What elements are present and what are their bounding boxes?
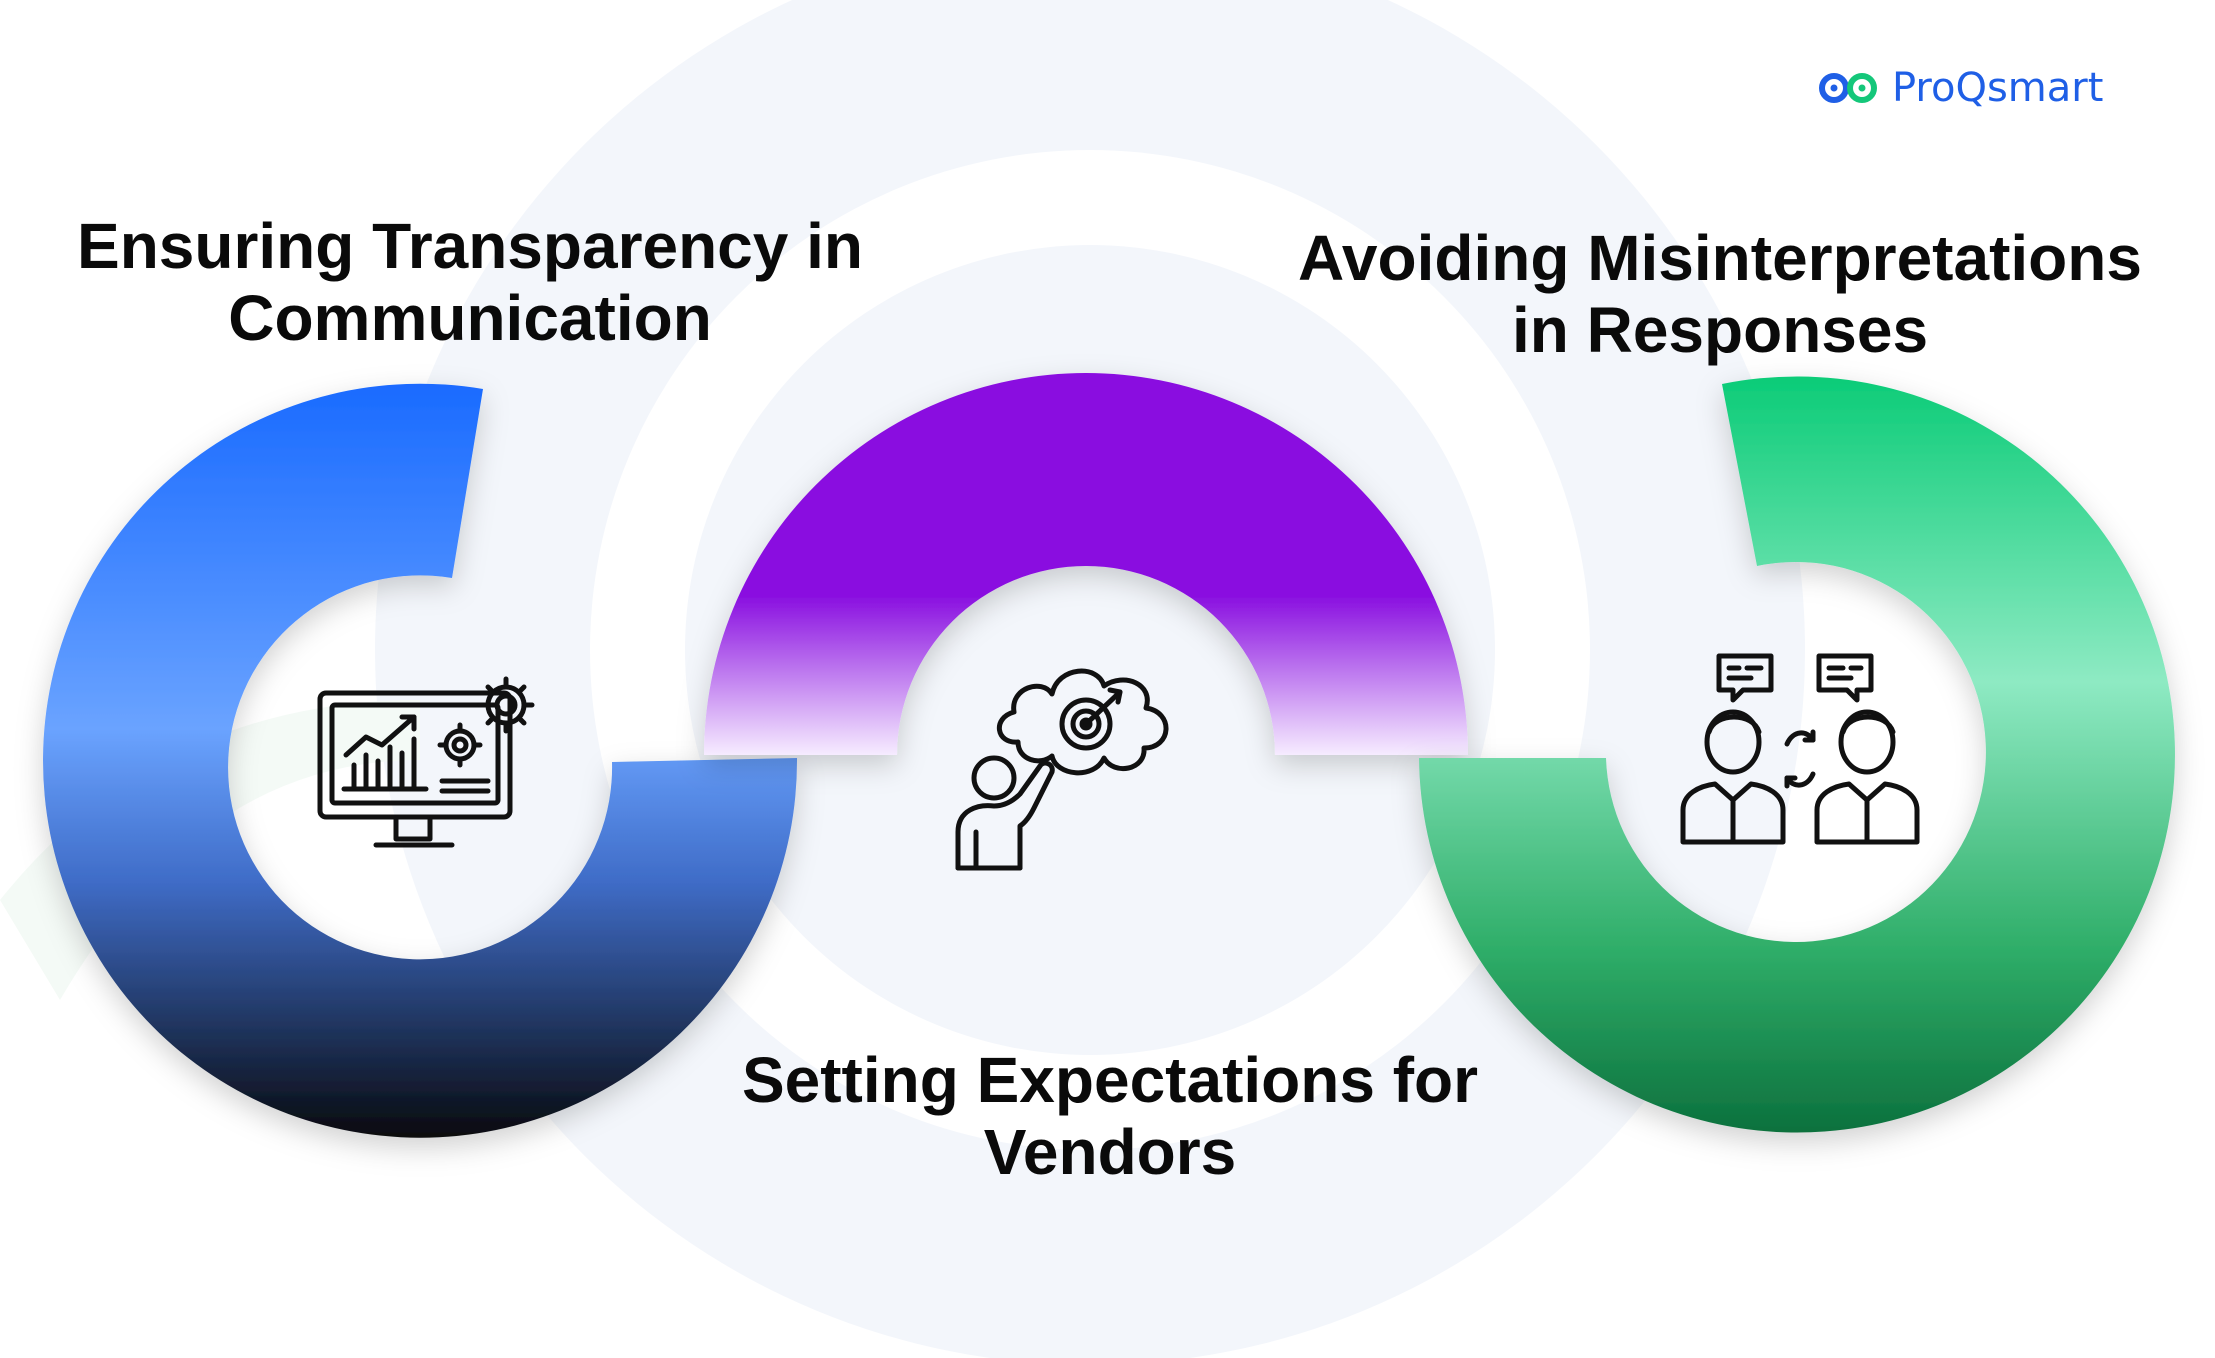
brand-logo: ProQsmart xyxy=(1818,60,2103,116)
people-chat-exchange-icon xyxy=(1680,653,1920,845)
analytics-monitor-gear-icon xyxy=(317,676,535,848)
arch-expectations xyxy=(704,373,1468,755)
title-line: Communication xyxy=(228,282,712,354)
brand-name: ProQsmart xyxy=(1892,65,2104,111)
title-line: Vendors xyxy=(983,1116,1237,1188)
title-line: Setting Expectations for xyxy=(741,1044,1479,1116)
step-title-transparency: Ensuring Transparency in Communication xyxy=(40,210,900,354)
title-line: in Responses xyxy=(1511,294,1929,366)
step-title-expectations: Setting Expectations for Vendors xyxy=(700,1044,1520,1188)
ring-transparency xyxy=(43,383,798,1138)
step-title-misinterpretations: Avoiding Misinterpretations in Responses xyxy=(1255,222,2185,366)
ring-misinterpretations xyxy=(1419,376,2175,1133)
title-line: Avoiding Misinterpretations xyxy=(1298,222,2142,294)
proqsmart-logo-icon xyxy=(1819,73,1877,103)
title-line: Ensuring Transparency in xyxy=(77,210,863,282)
person-target-thought-icon xyxy=(955,668,1169,871)
